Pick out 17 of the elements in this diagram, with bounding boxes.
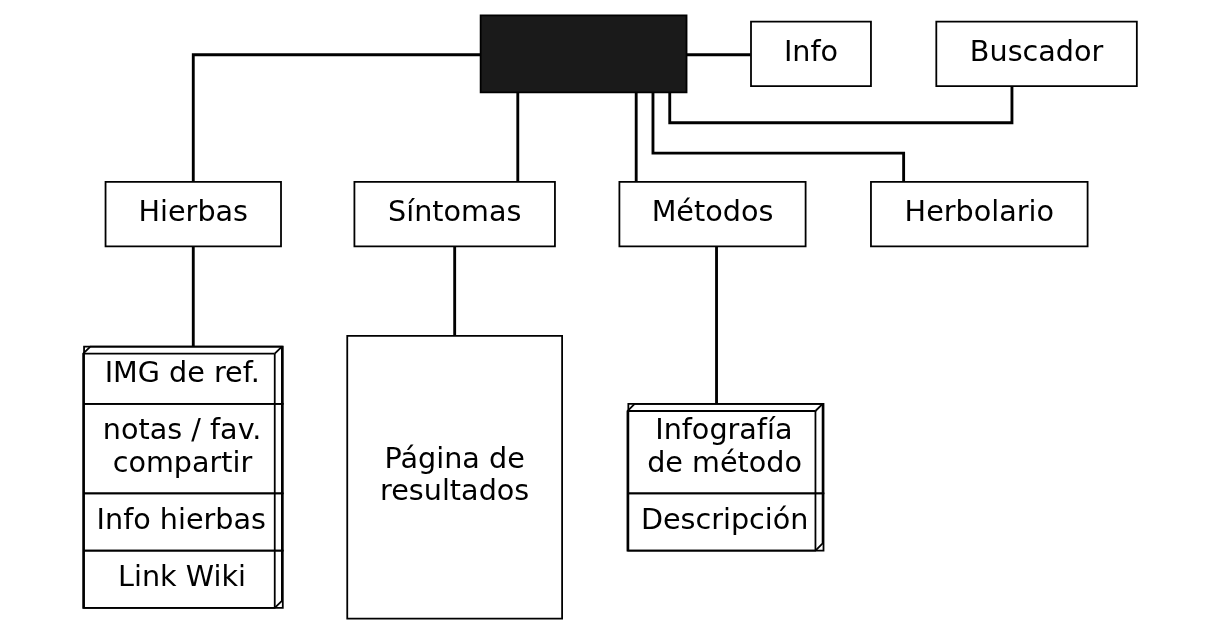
connector: [191, 53, 481, 182]
node-box: Hierbas: [104, 180, 282, 248]
connector: [714, 246, 718, 404]
node-box: Herbolario: [869, 180, 1088, 248]
connector: [686, 53, 751, 57]
connector: [667, 86, 1013, 125]
connector: [452, 246, 456, 336]
connector: [191, 246, 195, 347]
node-box: Buscador: [934, 20, 1138, 87]
node-box: Página de resultados: [345, 334, 563, 620]
connector: [515, 92, 519, 182]
connector: [634, 92, 638, 182]
node-box: Síntomas: [353, 180, 556, 248]
node-box: Info: [749, 20, 872, 87]
node-box: Métodos: [618, 180, 806, 248]
node-box: [479, 14, 687, 94]
connector: [651, 92, 905, 182]
